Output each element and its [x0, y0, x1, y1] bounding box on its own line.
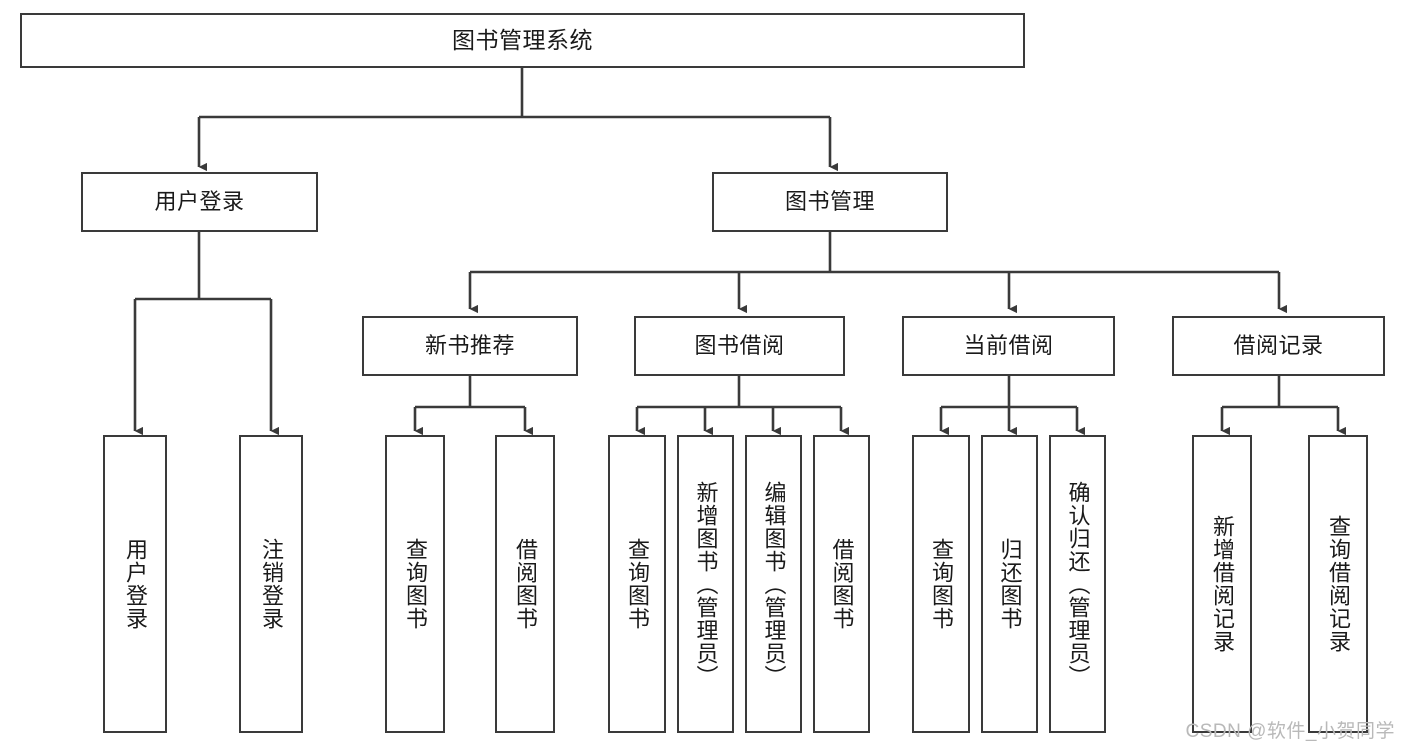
leaf-query-book-nbr[interactable]: 查询图书 — [385, 435, 445, 733]
leaf-edit-book-admin[interactable]: 编辑图书（管理员） — [745, 435, 802, 733]
node-label: 新增借阅记录 — [1209, 515, 1235, 653]
leaf-logout[interactable]: 注销登录 — [239, 435, 303, 733]
node-label: 当前借阅 — [963, 332, 1054, 358]
node-label: 新增图书（管理员） — [693, 480, 719, 688]
node-book-management[interactable]: 图书管理 — [712, 172, 948, 232]
node-label: 新书推荐 — [424, 332, 515, 358]
node-borrowing-record[interactable]: 借阅记录 — [1172, 316, 1385, 376]
node-label: 注销登录 — [258, 538, 284, 630]
leaf-return-book[interactable]: 归还图书 — [981, 435, 1038, 733]
node-label: 图书管理 — [784, 188, 875, 214]
node-book-borrowing[interactable]: 图书借阅 — [634, 316, 845, 376]
node-label: 编辑图书（管理员） — [761, 480, 787, 688]
leaf-add-borrow-record[interactable]: 新增借阅记录 — [1192, 435, 1252, 733]
node-label: 查询图书 — [402, 538, 428, 630]
node-label: 图书借阅 — [694, 332, 785, 358]
leaf-borrow-book-nbr[interactable]: 借阅图书 — [495, 435, 555, 733]
leaf-borrow-book-bb[interactable]: 借阅图书 — [813, 435, 870, 733]
leaf-confirm-return-admin[interactable]: 确认归还（管理员） — [1049, 435, 1106, 733]
node-label: 查询图书 — [624, 538, 650, 630]
node-label: 查询借阅记录 — [1325, 515, 1351, 653]
node-current-borrowing[interactable]: 当前借阅 — [902, 316, 1115, 376]
leaf-query-borrow-record[interactable]: 查询借阅记录 — [1308, 435, 1368, 733]
node-label: 用户登录 — [154, 188, 245, 214]
leaf-add-book-admin[interactable]: 新增图书（管理员） — [677, 435, 734, 733]
node-user-login[interactable]: 用户登录 — [81, 172, 318, 232]
leaf-query-book-cb[interactable]: 查询图书 — [912, 435, 970, 733]
leaf-user-login[interactable]: 用户登录 — [103, 435, 167, 733]
node-label: 归还图书 — [997, 538, 1023, 630]
node-label: 查询图书 — [928, 538, 954, 630]
node-root-book-management-system[interactable]: 图书管理系统 — [20, 13, 1025, 68]
node-label: 用户登录 — [122, 538, 148, 630]
node-label: 借阅图书 — [829, 538, 855, 630]
node-label: 图书管理系统 — [452, 26, 593, 53]
node-label: 借阅图书 — [512, 538, 538, 630]
node-label: 确认归还（管理员） — [1065, 480, 1091, 688]
node-label: 借阅记录 — [1233, 332, 1324, 358]
leaf-query-book-bb[interactable]: 查询图书 — [608, 435, 666, 733]
node-new-book-recommendation[interactable]: 新书推荐 — [362, 316, 578, 376]
